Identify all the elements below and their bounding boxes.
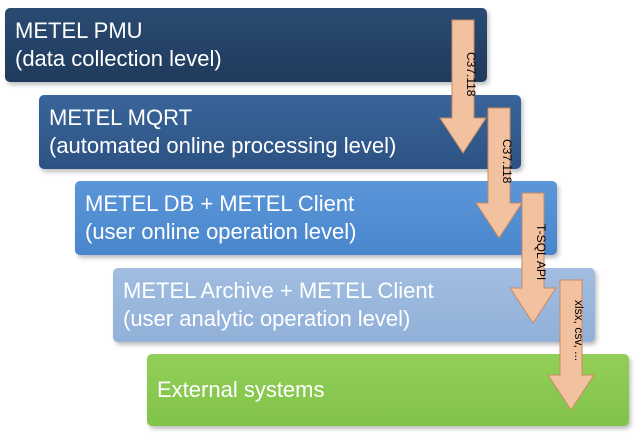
level-db-client-subtitle: (user online operation level) — [85, 219, 357, 244]
level-mqrt-subtitle: (automated online processing level) — [49, 133, 397, 158]
level-pmu-title: METEL PMU — [15, 18, 143, 43]
level-mqrt: METEL MQRT (automated online processing … — [39, 95, 521, 169]
level-archive-client-title: METEL Archive + METEL Client — [123, 278, 434, 303]
connector-arrow-4: xlsx, csv, ... — [547, 279, 595, 411]
connector-label-1: C37.118 — [464, 52, 478, 97]
level-pmu-subtitle: (data collection level) — [15, 46, 222, 71]
level-external-systems: External systems — [147, 354, 629, 426]
connector-label-2: C37.118 — [500, 139, 514, 184]
level-db-client: METEL DB + METEL Client (user online ope… — [75, 181, 557, 255]
level-db-client-title: METEL DB + METEL Client — [85, 191, 355, 216]
connector-arrow-2: C37.118 — [475, 107, 523, 239]
connector-arrow-3: T-SQL API — [509, 192, 557, 324]
level-archive-client: METEL Archive + METEL Client (user analy… — [113, 268, 595, 342]
connector-arrow-1: C37.118 — [439, 19, 487, 154]
level-mqrt-title: METEL MQRT — [49, 105, 193, 130]
level-external-systems-title: External systems — [157, 377, 325, 402]
level-archive-client-subtitle: (user analytic operation level) — [123, 306, 411, 331]
connector-label-3: T-SQL API — [534, 224, 548, 280]
connector-label-4: xlsx, csv, ... — [572, 300, 586, 361]
level-pmu: METEL PMU (data collection level) — [5, 8, 487, 82]
